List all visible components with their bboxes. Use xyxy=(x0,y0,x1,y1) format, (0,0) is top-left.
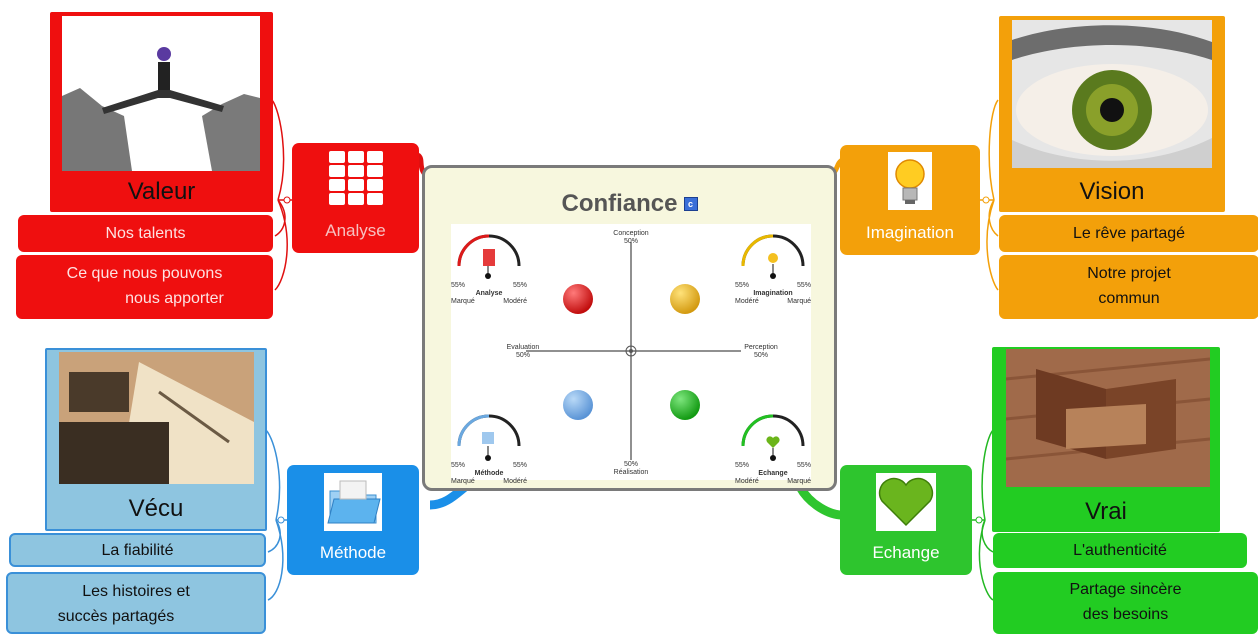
branch-methode-label: Méthode xyxy=(319,543,387,562)
split-between-cliffs-photo xyxy=(62,16,260,176)
branch-echange-label: Echange xyxy=(872,543,940,562)
card-vecu-title: Vécu xyxy=(128,495,184,522)
subtopic-l-authenticite[interactable]: L'authenticité xyxy=(993,533,1247,568)
card-valeur[interactable]: Valeur xyxy=(50,12,273,212)
axis-bottom-label: 50%Réalisation xyxy=(613,461,649,476)
central-title: Confiance c xyxy=(425,190,834,218)
subtopic-line: nous apporter xyxy=(125,290,224,307)
subtopic-notre-projet-commun[interactable]: Notre projet commun xyxy=(999,255,1258,319)
gauge-echange xyxy=(741,414,805,461)
treasure-chest-photo xyxy=(1005,349,1211,492)
gauge-analyse xyxy=(457,234,521,279)
subtopic-nos-talents[interactable]: Nos talents xyxy=(18,215,273,252)
heart-icon xyxy=(876,473,936,536)
lightbulb-icon xyxy=(888,152,932,215)
card-vrai[interactable]: Vrai xyxy=(992,347,1220,532)
card-valeur-title: Valeur xyxy=(127,178,196,205)
typewriter-photo xyxy=(59,352,254,489)
branch-imagination-label: Imagination xyxy=(866,223,954,242)
dot-methode xyxy=(563,390,593,420)
branch-echange[interactable]: Echange xyxy=(840,465,972,575)
subtopic-line: Ce que nous pouvons xyxy=(66,265,223,282)
dot-echange xyxy=(670,390,700,420)
subtopic-les-histoires[interactable]: Les histoires et succès partagés xyxy=(6,572,266,634)
gauge-imagination xyxy=(741,234,805,279)
subtopic-ce-que-nous-pouvons[interactable]: Ce que nous pouvons nous apporter xyxy=(16,255,273,319)
central-topic[interactable]: Confiance c xyxy=(422,165,837,491)
card-vision-title: Vision xyxy=(1079,178,1145,205)
subtopic-line: Les histoires et xyxy=(82,583,190,600)
subtopic-line: des besoins xyxy=(1082,606,1169,623)
card-vrai-title: Vrai xyxy=(1085,498,1127,525)
subtopic-line: Partage sincère xyxy=(1069,581,1182,598)
keypad-icon xyxy=(326,149,385,212)
card-vecu[interactable]: Vécu xyxy=(45,348,267,531)
callout-badge-icon[interactable]: c xyxy=(683,197,698,211)
subtopic-line: succès partagés xyxy=(57,608,175,625)
branch-analyse[interactable]: Analyse xyxy=(292,143,419,253)
central-title-text: Confiance xyxy=(561,190,678,217)
folder-icon xyxy=(324,473,382,536)
dot-analyse xyxy=(563,284,593,314)
eye-photo xyxy=(1012,20,1212,173)
subtopic-la-fiabilite[interactable]: La fiabilité xyxy=(9,533,266,567)
dot-imagination xyxy=(670,284,700,314)
branch-analyse-label: Analyse xyxy=(325,221,386,240)
subtopic-partage-sincere[interactable]: Partage sincère des besoins xyxy=(993,572,1258,634)
quadrant-axes xyxy=(457,234,805,461)
subtopic-line: Notre projet xyxy=(1087,265,1171,282)
subtopic-line: commun xyxy=(1098,290,1160,307)
branch-imagination[interactable]: Imagination xyxy=(840,145,980,255)
branch-methode[interactable]: Méthode xyxy=(287,465,419,575)
gauge-methode xyxy=(457,414,521,461)
card-vision[interactable]: Vision xyxy=(999,16,1225,212)
subtopic-le-reve-partage[interactable]: Le rêve partagé xyxy=(999,215,1258,252)
